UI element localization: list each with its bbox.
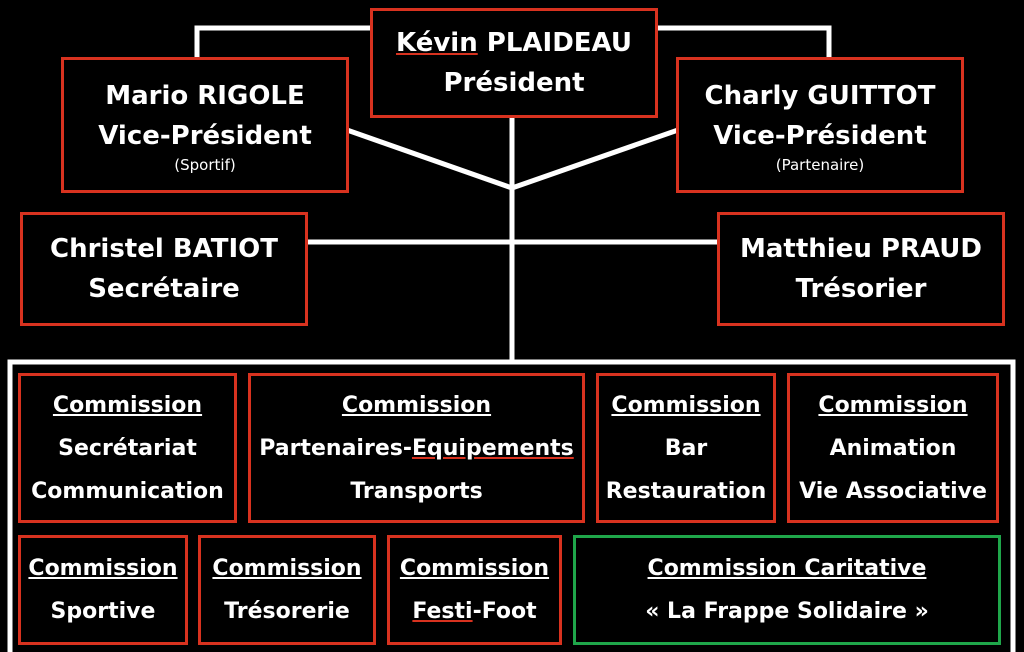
commissions-frame — [7, 359, 1016, 652]
commission-animation-heading: Commission — [818, 392, 968, 418]
commission-festi-heading: Commission — [399, 556, 550, 581]
vp-partner-box: Charly GUITTOT Vice-Président (Partenair… — [676, 57, 964, 193]
commission-tresorerie: Commission Trésorerie — [198, 535, 376, 645]
commission-partners: Commission Partenaires-Equipements Trans… — [248, 373, 585, 523]
vp-partner-role: Vice-Président — [713, 121, 927, 151]
commission-festi-line1: Festi-Foot — [412, 599, 537, 624]
commission-partners-line2: Transports — [350, 478, 483, 504]
connector-president-vp-partner — [656, 25, 832, 58]
commission-animation-line1: Animation — [829, 435, 957, 461]
secretary-box: Christel BATIOT Secrétaire — [20, 212, 308, 326]
president-role: Président — [443, 68, 585, 98]
commission-sportive-heading: Commission — [28, 556, 178, 581]
commission-animation-line2: Vie Associative — [799, 478, 987, 504]
connector-president-vp-sport — [194, 25, 372, 58]
commission-secretariat-line2: Communication — [31, 478, 224, 504]
treasurer-role: Trésorier — [795, 274, 927, 304]
vp-sport-role: Vice-Président — [98, 121, 312, 151]
commission-caritative-heading: Commission Caritative — [647, 556, 927, 581]
vp-partner-name: Charly GUITTOT — [704, 81, 936, 111]
connector-vp-partner-branch — [511, 127, 679, 191]
commission-festi-foot: Commission Festi-Foot — [387, 535, 562, 645]
commission-bar-line2: Restauration — [605, 478, 767, 504]
treasurer-box: Matthieu PRAUD Trésorier — [717, 212, 1005, 326]
vp-sport-name: Mario RIGOLE — [105, 81, 305, 111]
commission-tresorerie-line1: Trésorerie — [224, 599, 350, 624]
commission-bar-line1: Bar — [664, 435, 708, 461]
commission-animation: Commission Animation Vie Associative — [787, 373, 999, 523]
president-box: Kévin PLAIDEAU Président — [370, 8, 658, 118]
commission-sportive: Commission Sportive — [18, 535, 188, 645]
vp-partner-note: (Partenaire) — [775, 156, 865, 174]
commission-secretariat-heading: Commission — [52, 392, 203, 418]
connector-vp-sport-branch — [346, 127, 513, 191]
commission-secretariat: Commission Secrétariat Communication — [18, 373, 237, 523]
secretary-role: Secrétaire — [88, 274, 240, 304]
commission-partners-heading: Commission — [341, 392, 492, 418]
commission-bar-heading: Commission — [611, 392, 761, 418]
secretary-name: Christel BATIOT — [50, 234, 278, 264]
commission-secretariat-line1: Secrétariat — [58, 435, 197, 461]
commission-tresorerie-heading: Commission — [212, 556, 362, 581]
vp-sport-box: Mario RIGOLE Vice-Président (Sportif) — [61, 57, 349, 193]
vp-sport-note: (Sportif) — [174, 156, 236, 174]
commission-partners-line1: Partenaires-Equipements — [259, 435, 574, 461]
commission-caritative-line1: « La Frappe Solidaire » — [645, 599, 929, 624]
commission-bar: Commission Bar Restauration — [596, 373, 776, 523]
president-name: Kévin PLAIDEAU — [396, 28, 632, 58]
commission-caritative: Commission Caritative « La Frappe Solida… — [573, 535, 1001, 645]
treasurer-name: Matthieu PRAUD — [740, 234, 982, 264]
commission-sportive-line1: Sportive — [50, 599, 156, 624]
